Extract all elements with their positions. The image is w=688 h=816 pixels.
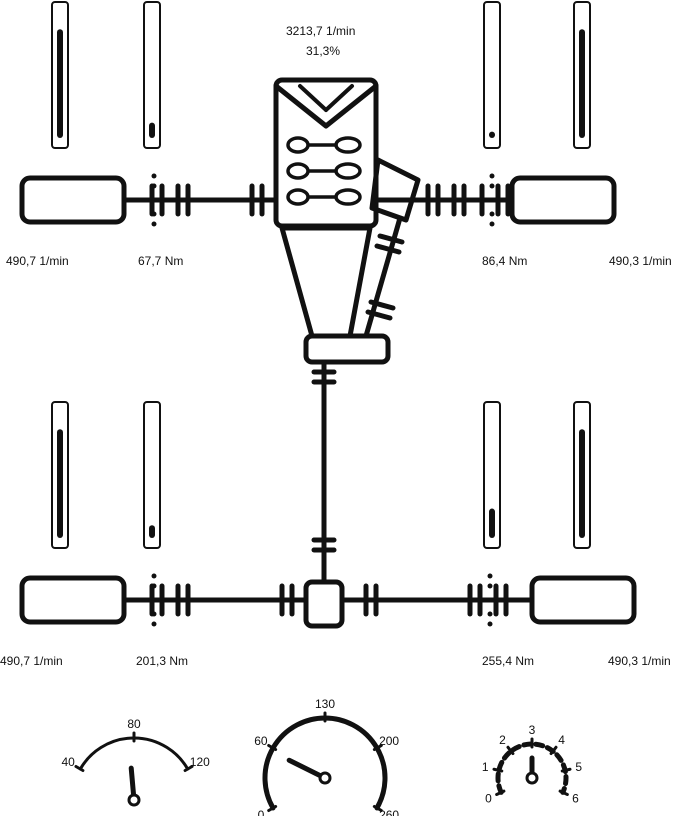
accelerator-gauge-tick-80: 80	[127, 717, 141, 731]
front-right-torque: 86,4 Nm	[482, 254, 528, 268]
gear-gauge-tick-4: 4	[558, 733, 565, 747]
accelerator-gauge-tick-120: 120	[190, 755, 210, 769]
engine-cylinders	[286, 136, 362, 206]
gear-gauge: 0 12 3 45 6	[482, 723, 583, 805]
front-left-speed: 490,7 1/min	[6, 254, 69, 268]
engine-block	[273, 77, 379, 229]
accelerator-gauge-hub	[127, 793, 141, 807]
engine-load: 31,3%	[306, 44, 341, 58]
gear-gauge-tick-0: 0	[485, 791, 492, 805]
front-right-torque-bar	[483, 1, 501, 149]
propeller-shaft	[311, 359, 337, 585]
gear-gauge-tick-3: 3	[529, 723, 536, 737]
gear-gauge-tick-5: 5	[575, 760, 582, 774]
front-left-torque-bar-fill	[149, 122, 155, 138]
speedometer-gauge-tick-200: 200	[379, 734, 399, 748]
rear-left-torque-bar-fill	[149, 525, 155, 538]
accelerator-gauge-needle	[128, 765, 136, 797]
speedometer-gauge-tick-0: 0	[258, 808, 265, 816]
rear-left-speed-bar-fill	[57, 429, 63, 538]
speedometer-gauge-tick-60: 60	[254, 734, 268, 748]
front-left-torque-bar	[143, 1, 161, 149]
speedometer-gauge: 0 60 130 200 260	[254, 697, 399, 816]
front-left-speed-bar-fill	[57, 29, 63, 139]
transfer-case	[303, 333, 391, 365]
rear-left-speed: 490,7 1/min	[0, 654, 63, 668]
gear-gauge-tick-2: 2	[499, 733, 506, 747]
front-right-speed-bar-fill	[579, 29, 585, 139]
rear-differential	[303, 579, 345, 629]
front-left-torque: 67,7 Nm	[138, 254, 184, 268]
rear-left-halfshaft	[19, 575, 309, 625]
rear-right-speed-bar	[573, 401, 591, 549]
gear-gauge-hub	[525, 771, 539, 785]
speedometer-gauge-needle	[286, 757, 323, 778]
accelerator-gauge: 40 80 120	[62, 717, 210, 807]
rear-right-speed-bar-fill	[579, 429, 585, 538]
rear-left-speed-bar	[51, 401, 69, 549]
rear-right-torque-bar-fill	[489, 508, 495, 538]
front-left-halfshaft	[19, 175, 279, 225]
rear-right-torque-bar	[483, 401, 501, 549]
rear-left-torque: 201,3 Nm	[136, 654, 189, 668]
rear-right-halfshaft	[339, 575, 637, 625]
speedometer-gauge-tick-260: 260	[379, 808, 399, 816]
gear-gauge-tick-1: 1	[482, 760, 489, 774]
front-left-speed-bar	[51, 1, 69, 149]
front-right-speed-bar	[573, 1, 591, 149]
gear-gauge-tick-6: 6	[572, 791, 579, 805]
front-right-torque-bar-fill	[489, 131, 495, 138]
side-drive-unit	[363, 157, 421, 339]
hub-dots	[151, 173, 495, 627]
rear-left-torque-bar	[143, 401, 161, 549]
rear-right-speed: 490,3 1/min	[608, 654, 671, 668]
gearbox	[279, 225, 373, 339]
engine-rpm: 3213,7 1/min	[286, 24, 356, 38]
front-right-speed: 490,3 1/min	[609, 254, 672, 268]
speedometer-gauge-tick-130: 130	[315, 697, 335, 711]
speedometer-gauge-hub	[318, 771, 332, 785]
rear-right-torque: 255,4 Nm	[482, 654, 535, 668]
accelerator-gauge-tick-40: 40	[62, 755, 76, 769]
front-right-halfshaft	[373, 175, 617, 225]
